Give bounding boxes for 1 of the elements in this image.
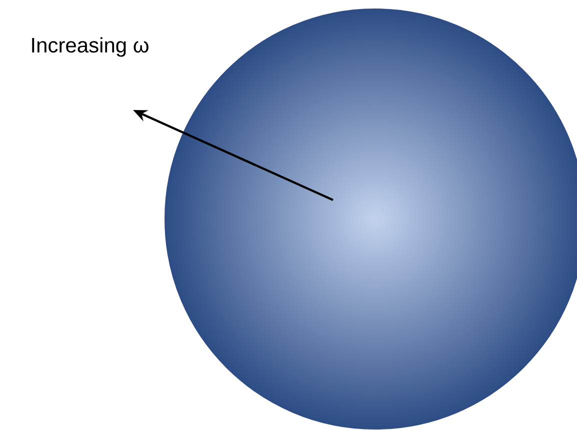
axis-label: Increasing ω (32, 37, 148, 57)
